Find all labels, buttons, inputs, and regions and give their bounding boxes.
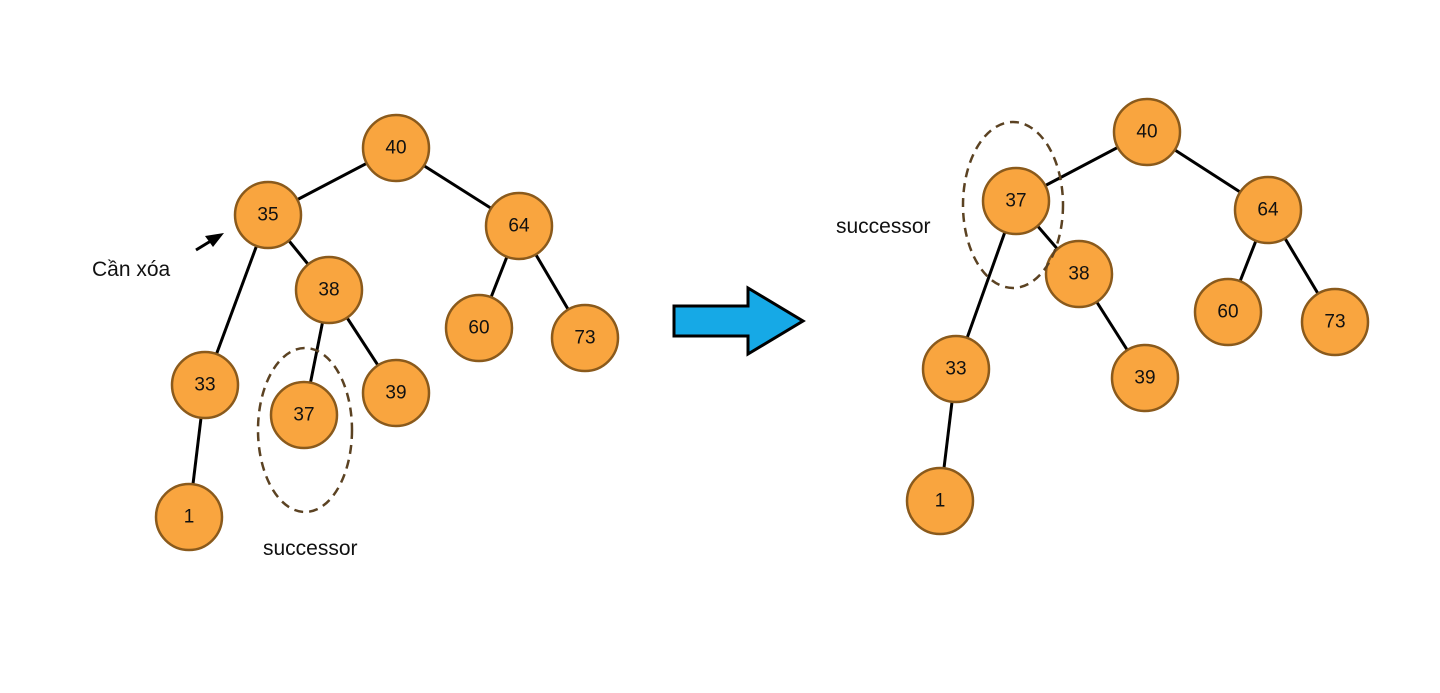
right-node-label-64: 64 [1257, 200, 1279, 221]
left-node-label-40: 40 [385, 138, 406, 159]
left-node-circle-35 [233, 180, 303, 250]
right-node-label-1: 1 [935, 491, 946, 512]
right-node-label-60: 60 [1217, 302, 1238, 323]
left-node-circle-37 [269, 380, 339, 450]
left-successor-label: successor [263, 537, 358, 560]
left-node-circle-73 [550, 303, 620, 373]
delete-pointer-arrow [195, 233, 224, 252]
right-node-circle-37 [981, 166, 1051, 236]
left-node-35: 35 [233, 180, 303, 250]
right-node-circle-64 [1233, 175, 1303, 245]
right-node-73: 73 [1300, 287, 1370, 357]
right-node-circle-1 [905, 466, 975, 536]
right-node-1: 1 [905, 466, 975, 536]
left-node-73: 73 [550, 303, 620, 373]
right-node-37: 37 [981, 166, 1051, 236]
left-node-label-37: 37 [293, 405, 314, 426]
left-node-circle-38 [294, 255, 364, 325]
left-node-label-33: 33 [194, 375, 215, 396]
left-tree-nodes: 40 35 64 33 38 60 73 1 37 39 [154, 113, 620, 552]
left-node-label-38: 38 [318, 280, 339, 301]
left-node-circle-60 [444, 293, 514, 363]
left-node-label-60: 60 [468, 318, 489, 339]
right-node-64: 64 [1233, 175, 1303, 245]
delete-label: Cần xóa [92, 258, 171, 281]
left-node-40: 40 [361, 113, 431, 183]
right-node-60: 60 [1193, 277, 1263, 347]
right-node-circle-39 [1110, 343, 1180, 413]
left-node-circle-1 [154, 482, 224, 552]
left-node-label-35: 35 [257, 205, 278, 226]
transition-arrow [672, 285, 806, 357]
right-node-40: 40 [1112, 97, 1182, 167]
right-tree-nodes: 40 37 64 33 38 60 73 1 39 [905, 97, 1370, 536]
left-node-60: 60 [444, 293, 514, 363]
left-node-38: 38 [294, 255, 364, 325]
right-node-label-37: 37 [1005, 191, 1026, 212]
left-node-33: 33 [170, 350, 240, 420]
right-node-label-38: 38 [1068, 264, 1089, 285]
right-node-circle-60 [1193, 277, 1263, 347]
left-successor-highlight [256, 346, 354, 514]
right-node-38: 38 [1044, 239, 1114, 309]
left-node-37: 37 [269, 380, 339, 450]
left-node-39: 39 [361, 358, 431, 428]
right-successor-highlight [961, 120, 1065, 290]
left-node-1: 1 [154, 482, 224, 552]
left-node-label-73: 73 [574, 328, 595, 349]
left-node-circle-33 [170, 350, 240, 420]
left-node-64: 64 [484, 191, 554, 261]
right-node-circle-40 [1112, 97, 1182, 167]
left-node-label-1: 1 [184, 507, 195, 528]
left-node-circle-39 [361, 358, 431, 428]
left-node-circle-40 [361, 113, 431, 183]
right-node-circle-73 [1300, 287, 1370, 357]
left-node-circle-64 [484, 191, 554, 261]
right-node-circle-33 [921, 334, 991, 404]
left-node-label-64: 64 [508, 216, 530, 237]
right-node-39: 39 [1110, 343, 1180, 413]
right-node-label-33: 33 [945, 359, 966, 380]
left-node-label-39: 39 [385, 383, 406, 404]
right-node-label-73: 73 [1324, 312, 1345, 333]
right-node-label-39: 39 [1134, 368, 1155, 389]
right-node-33: 33 [921, 334, 991, 404]
right-node-label-40: 40 [1136, 122, 1157, 143]
right-node-circle-38 [1044, 239, 1114, 309]
right-successor-label: successor [836, 215, 931, 238]
